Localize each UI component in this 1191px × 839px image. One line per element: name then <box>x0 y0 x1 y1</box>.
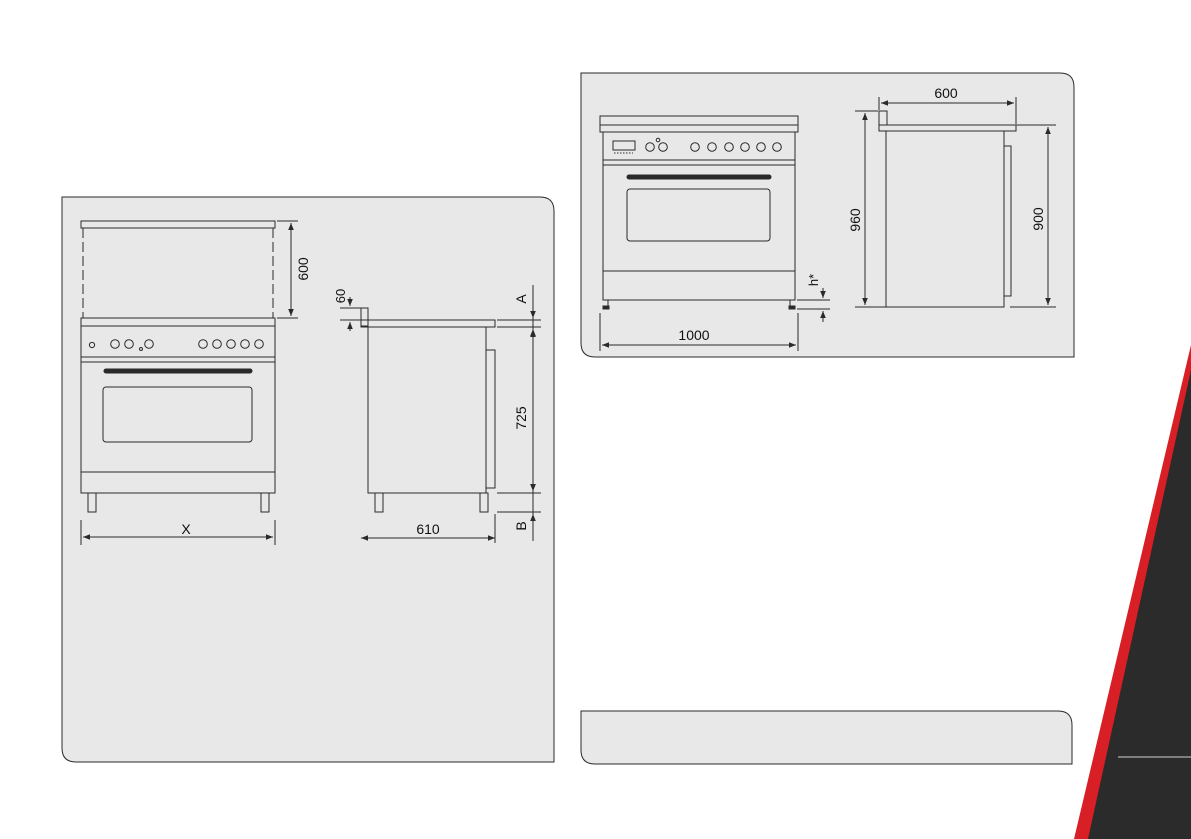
notes-panel <box>581 711 1072 764</box>
dim-label-a: A <box>513 294 529 304</box>
right-diagram-panel: h* 1000 600 960 <box>581 73 1074 357</box>
dim-label-depth-large: 600 <box>934 85 958 101</box>
dim-label-depth: 610 <box>416 521 440 537</box>
dim-label-total-height: 960 <box>847 208 863 232</box>
left-diagram-panel: 600 X 60 <box>62 197 554 762</box>
dim-label-backguard-height: 60 <box>333 289 348 303</box>
dim-label-b: B <box>513 521 529 530</box>
dim-label-width: X <box>181 521 191 537</box>
dim-label-width-large: 1000 <box>678 327 709 343</box>
corner-decoration <box>1074 345 1191 839</box>
dim-label-body-height: 725 <box>513 406 529 430</box>
dim-label-hood-height: 600 <box>295 257 311 281</box>
dim-label-leg: h* <box>806 274 821 286</box>
dim-label-work-height: 900 <box>1030 207 1046 231</box>
